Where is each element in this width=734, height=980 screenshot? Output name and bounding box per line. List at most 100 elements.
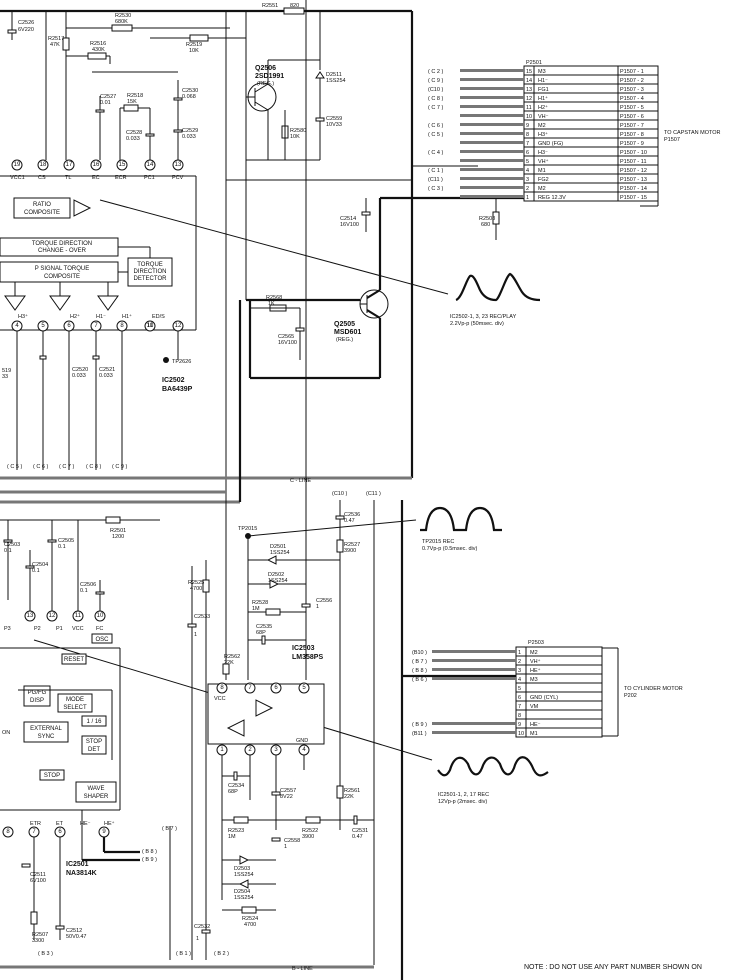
p2501-row-sig: H3⁻	[538, 150, 548, 156]
b9-label: ( B 9 )	[142, 857, 157, 863]
ic2503-pin-4: 4	[302, 747, 306, 753]
ic2501-hep: HE⁺	[104, 820, 115, 827]
r2519-label: R2519	[186, 42, 202, 48]
d2501-label: D2501	[270, 544, 286, 550]
p2501-to-line2: P1507	[664, 137, 680, 143]
c2532-value: 1	[196, 936, 199, 942]
q2505-label: Q2505	[334, 321, 355, 328]
p2501-row-conn: ( C 5 )	[428, 132, 443, 138]
wave-text1: WAVE	[87, 786, 104, 792]
tp2626-dot	[163, 357, 169, 363]
ic2501-pin-7: 7	[32, 829, 36, 835]
p2501-row-dest: P1507 - 12	[620, 168, 647, 174]
p2503-row-pin: 7	[518, 704, 521, 710]
ic2502-label-ec: EC	[92, 175, 100, 181]
c2533-label: C2533	[194, 614, 210, 620]
tp2015-label: TP2015	[238, 526, 257, 532]
ic2501-hem: HE⁻	[80, 821, 91, 827]
q2505-reg: (REG.)	[336, 337, 353, 343]
wave-text2: SHAPER	[84, 794, 109, 800]
c2504-value: 0.1	[32, 568, 40, 574]
p2501-row-dest: P1507 - 5	[620, 105, 644, 111]
p2501-row-sig: M2	[538, 123, 546, 129]
r2568-label: R2568	[266, 295, 282, 301]
p2501-row-dest: P1507 - 1	[620, 69, 644, 75]
p2501-row-dest: P1507 - 6	[620, 114, 644, 120]
p2501-row-dest: P1507 - 15	[620, 195, 647, 201]
p2503-row-conn: (B10 )	[412, 650, 427, 656]
c2532-label: C2532	[194, 924, 210, 930]
ic2502-pin-11: 11	[147, 323, 154, 329]
p2501-row-sig: H1⁺	[538, 95, 548, 102]
d2504-value: 1SS254	[234, 895, 254, 901]
ic2502-pin-14-num: 14	[147, 162, 154, 168]
ratio-text: RATIO	[33, 202, 51, 208]
r2562-label: R2562	[224, 654, 240, 660]
p2503-to-line2: P202	[624, 693, 637, 699]
c2528-value: 0.033	[126, 136, 140, 142]
ic2501: C2503 0.1 C2504 0.1 C2505 0.1 R2501 1200…	[0, 516, 160, 957]
conn-c6: ( C 6 )	[33, 464, 48, 470]
ic2502-pin-13-num: 13	[175, 162, 182, 168]
c2534-label: C2534	[228, 783, 244, 789]
p2501-row-sig: M3	[538, 69, 546, 75]
d2511-value: 1SS254	[326, 78, 346, 84]
p2503-row-sig: HE⁺	[530, 667, 541, 674]
stop-block: STOP	[44, 773, 60, 779]
ic2501-pin-10: 10	[97, 613, 104, 619]
ic2503-gnd: GND	[296, 738, 308, 744]
ic2501-p3: P3	[4, 626, 11, 632]
c-line-bus: C - LINE (C10 ) (C11 )	[0, 300, 412, 965]
ic2501-pin-6: 6	[58, 829, 62, 835]
p2501-row-pin: 15	[526, 69, 532, 75]
ic2502-top-pins: 19 18 17 16 15 14 13	[11, 159, 184, 171]
ic2501-p2: P2	[34, 626, 41, 632]
c2521-value: 0.033	[99, 373, 113, 379]
ic2502-label-tl: TL	[65, 175, 71, 181]
p2501-row-dest: P1507 - 10	[620, 150, 647, 156]
r2580-label: R2580	[290, 128, 306, 134]
c2528-label: C2528	[126, 130, 142, 136]
c2565-value: 16V100	[278, 340, 297, 346]
c2520-value: 0.033	[72, 373, 86, 379]
r2551-label: R2551	[262, 3, 278, 9]
p2501-row-pin: 5	[526, 159, 529, 165]
p2503-signal-cell	[525, 682, 603, 693]
d2503-value: 1SS254	[234, 872, 254, 878]
p2501-signal-cell	[533, 65, 619, 76]
r2528-value: 1M	[252, 606, 260, 612]
r2525-label: R2525	[188, 580, 204, 586]
ic2501-et: ET	[56, 821, 64, 827]
p2503-row-pin: 5	[518, 686, 521, 692]
r2527-value: 3900	[344, 548, 356, 554]
r2561-value: 22K	[344, 794, 354, 800]
ic2503-name: IC2503	[292, 645, 315, 652]
p2501-row-pin: 3	[526, 177, 529, 183]
p2503-row-pin: 3	[518, 668, 521, 674]
p2501-row-dest: P1507 - 7	[620, 123, 644, 129]
tp2626-label: TP2626	[172, 359, 191, 365]
p2501-row-pin: 10	[526, 114, 532, 120]
r2516-label: R2516	[90, 41, 106, 47]
p2501-row-sig: FG2	[538, 177, 549, 183]
p2501-row-pin: 11	[526, 105, 532, 111]
q2506-label: Q2506	[255, 65, 276, 72]
p2503-row-sig: VH⁺	[530, 658, 541, 665]
r2517-label: R2517	[48, 36, 64, 42]
r2523-label: R2523	[228, 828, 244, 834]
p2501-row-sig: H1⁻	[538, 78, 548, 84]
ic2503-pin-3: 3	[274, 747, 278, 753]
conn-c8: ( C 8 )	[86, 464, 101, 470]
r2507-label: R2507	[32, 932, 48, 938]
ic2501-etr: ETR	[30, 821, 41, 827]
wave1-label2: 2.2Vp-p (50msec. div)	[450, 321, 504, 327]
c2557-value: 8V22	[280, 794, 293, 800]
ic2503-part: LM358PS	[292, 654, 323, 661]
c2527-value: 0.01	[100, 100, 111, 106]
c2527-label: C2527	[100, 94, 116, 100]
ic2502-pin-19	[11, 159, 23, 171]
ic2502-pin-4: 4	[15, 323, 19, 329]
c2531-value: 0.47	[352, 834, 363, 840]
